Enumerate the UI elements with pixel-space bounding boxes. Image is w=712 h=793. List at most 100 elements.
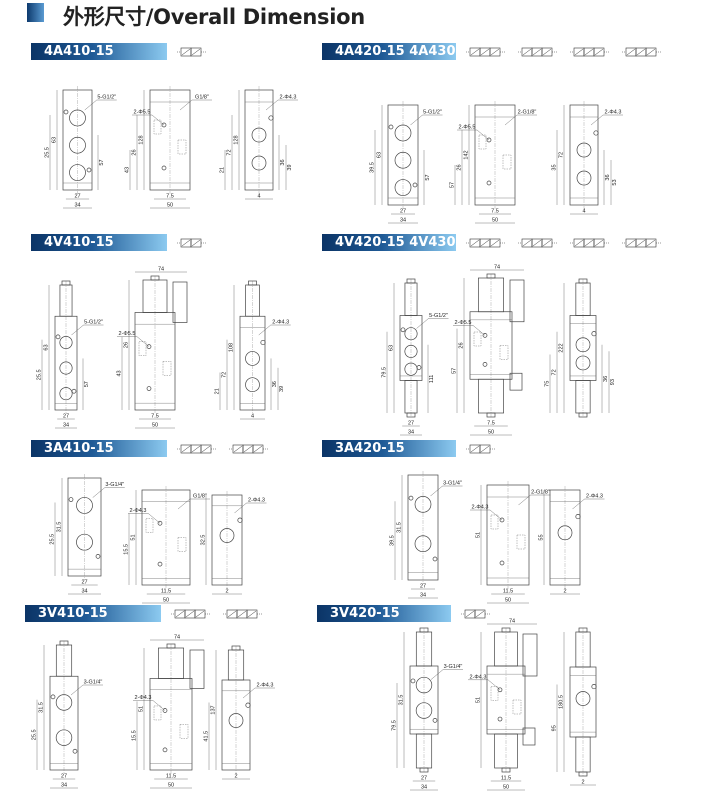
dimension-label: 11.5 [161,589,171,595]
hidden-port [502,154,512,170]
callout-leader [258,324,271,336]
symbol-arrow [470,445,480,453]
symbol-arrow [191,239,201,247]
mounting-hole-icon [412,182,418,188]
dimension-label: 27 [408,421,414,427]
dimension-label: 72 [559,152,565,158]
callout-leader [416,318,429,329]
connector-box [509,372,523,391]
mounting-hole-icon [245,702,251,708]
callout-label: 2-G1/8" [531,490,550,496]
solenoid-cap [486,412,496,418]
dimension-label: 137 [211,705,217,714]
valve-symbol-icon [171,609,211,619]
callout-leader [410,114,423,126]
port-icon [576,142,592,158]
port-icon [59,335,73,350]
symbol-arrow [626,48,636,56]
dimension-label: 32.5 [201,535,207,546]
symbol-arrow [181,239,191,247]
dimension-label: 31.5 [399,695,405,706]
hidden-port [512,699,522,715]
callout-label: 2-Φ4.3 [470,674,487,680]
symbol-arrow [480,239,490,247]
mounting-hole-icon [157,561,163,567]
section-3v420-15: 3-G1/4"31.579.527342-Φ4.3745111.550180.5… [392,609,597,791]
dimension-label: 26 [457,164,463,170]
symbol-arrow [522,48,532,56]
mounting-hole-icon [482,362,488,367]
port-icon [228,713,244,728]
callout-label: 2-Φ5.5 [119,331,136,337]
dimension-label: 50 [503,785,509,791]
callout-label: 5-G1/2" [423,110,442,116]
hidden-port [138,341,147,356]
symbol-arrow [181,445,191,453]
callout-leader [152,700,166,711]
port-icon [415,702,433,719]
dimension-label: 93 [610,379,616,385]
mounting-hole-icon [591,331,597,337]
port-icon [55,694,73,711]
dimension-label: 15.5 [132,730,138,741]
dimension-label: 63 [377,152,383,158]
port-icon [59,361,73,375]
solenoid-cap [150,275,160,281]
mounting-hole-icon [86,167,92,173]
dimension-label: 4 [257,194,260,200]
dimension-label: 2 [563,589,566,595]
dimension-label: 72 [227,149,233,155]
mounting-hole-icon [432,556,438,562]
callout-leader [489,509,503,521]
dimension-label: 36 [280,159,286,165]
solenoid-cap [166,643,176,649]
mounting-hole-icon [499,560,505,566]
port-icon [394,179,412,196]
solenoid-cap [61,280,71,286]
dimension-label: 50 [488,430,494,436]
mounting-hole-icon [410,678,416,684]
symbol-arrow [532,239,542,247]
symbol-arrow [191,48,201,56]
section-title-4v420: 4V420-15 4V430-15 [322,234,479,251]
mounting-hole-icon [55,334,61,340]
connector-box [509,279,525,323]
valve-symbol-icon [229,444,269,454]
symbol-arrow [175,610,185,618]
valve-symbol-icon [570,47,610,57]
dimension-label: 36 [605,174,611,180]
symbol-arrow [237,610,247,618]
dimension-label: 51 [476,697,482,703]
dimension-label: 50 [163,598,169,604]
dimension-label: 95 [552,725,558,731]
dimension-label: 63 [389,345,395,351]
hidden-port [153,705,162,721]
valve-symbol-icon [518,238,558,248]
dimension-label: 31.5 [397,522,403,533]
callout-leader [151,114,165,126]
callout-leader [476,129,490,141]
hidden-port [478,134,487,150]
dimension-label: 50 [168,783,174,789]
callout-label: 2-Φ4.3 [272,320,289,326]
dimension-label: 57 [450,182,456,188]
symbol-arrow [522,239,532,247]
mounting-hole-icon [162,708,168,713]
section-4a410-15: 5-G1/2"6325.5572734G1/8"2-Φ5.512826437.5… [45,47,298,209]
callout-leader [430,669,444,680]
dimension-label: 51 [139,706,145,712]
callout-leader [234,502,247,514]
mounting-hole-icon [432,718,438,723]
dimension-label: 53 [612,179,618,185]
callout-label: 2-Φ5.5 [134,110,151,116]
port-icon [59,387,73,401]
callout-label: 2-Φ4.3 [248,498,265,504]
valve-symbol-icon [177,444,217,454]
callout-label: 2-Φ4.3 [130,508,147,514]
callout-label: 2-Φ5.5 [459,125,476,131]
port-icon [575,691,591,706]
dimension-label: 7.5 [491,209,499,215]
